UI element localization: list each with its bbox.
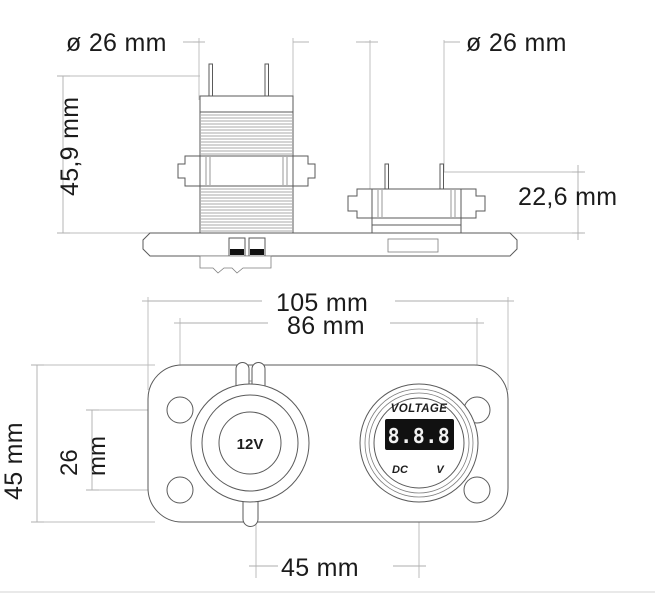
socket-thread-lower [199, 185, 294, 234]
panel-plate-section [142, 232, 518, 274]
voltmeter-title: VOLTAGE [391, 403, 448, 415]
socket-12v-assembly: 12V [190, 362, 310, 527]
label-height-45-9: 45,9 mm [56, 97, 84, 196]
mounting-hole-bottom-right [463, 476, 491, 504]
socket-12v-label: 12V [237, 436, 264, 453]
voltmeter-assembly: VOLTAGE 8.8.8 DC V [359, 383, 479, 503]
connector-skirt [199, 255, 272, 274]
dim-dia-26-left [183, 38, 309, 100]
voltmeter-rear-cavity [387, 238, 439, 253]
voltmeter-body-right [347, 188, 486, 234]
label-height-26-line1: 26 [56, 449, 83, 476]
dim-width-105 [142, 297, 514, 390]
label-height-22-6: 22,6 mm [518, 183, 617, 211]
voltmeter-display-panel [385, 419, 454, 450]
voltmeter-display-value: 8.8.8 [388, 424, 451, 448]
socket-upper-collar [199, 95, 294, 113]
label-dia-26-right: ø 26 mm [466, 29, 567, 57]
label-height-45: 45 mm [0, 422, 28, 500]
view-top-right-voltmeter-section [347, 40, 585, 240]
voltmeter-unit-dc: DC [392, 464, 409, 476]
terminal-contact-1 [230, 249, 244, 255]
label-width-45-centers: 45 mm [281, 554, 359, 582]
voltmeter-unit-v: V [436, 464, 445, 476]
mounting-hole-bottom-left [166, 476, 194, 504]
label-width-105: 105 mm [276, 289, 368, 317]
view-top-left-socket-section [57, 38, 316, 234]
view-bottom-panel-front: 12V VOLTAGE 8.8.8 DC V [31, 297, 514, 578]
dim-dia-26-right [356, 40, 460, 198]
socket-thread-upper [199, 111, 294, 157]
terminal-contact-2 [250, 249, 264, 255]
mounting-hole-top-left [166, 396, 194, 424]
socket-flange-nut-left [177, 155, 316, 187]
dim-height-45 [31, 364, 155, 523]
label-dia-26-left: ø 26 mm [66, 29, 167, 57]
label-height-26-line2: mm [84, 436, 111, 476]
dimension-text-group: ø 26 mm 45,9 mm ø 26 mm 22,6 mm 105 mm 8… [0, 29, 617, 582]
label-width-86: 86 mm [287, 312, 365, 340]
